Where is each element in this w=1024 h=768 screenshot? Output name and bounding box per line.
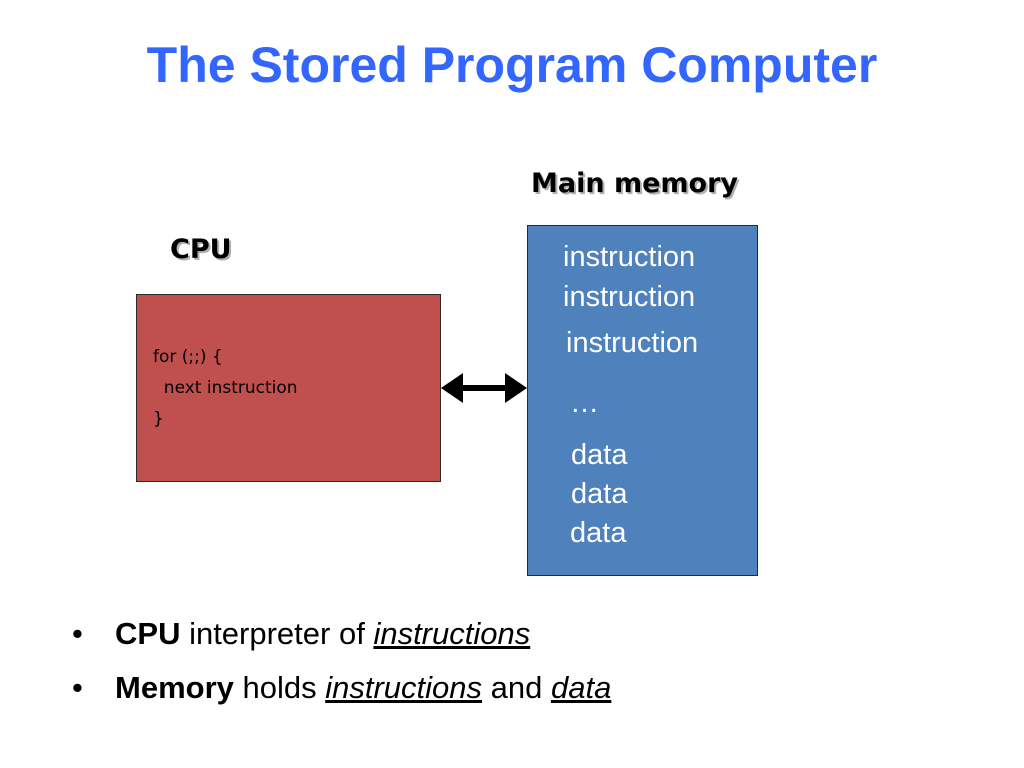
slide-title: The Stored Program Computer xyxy=(146,37,878,93)
bullet-body: interpreter of xyxy=(180,616,374,651)
memory-instruction: instruction xyxy=(563,241,696,273)
memory-instruction: instruction xyxy=(566,327,699,359)
memory-instruction: instruction xyxy=(563,281,696,313)
bullet-emphasis: instructions xyxy=(325,670,483,705)
memory-data: data xyxy=(571,478,628,510)
main-memory-box: instruction instruction instruction … da… xyxy=(527,225,758,576)
cpu-box: for (;;) { next instruction } xyxy=(136,294,441,482)
memory-data: data xyxy=(571,439,628,471)
bullet-emphasis: instructions xyxy=(373,616,531,651)
cpu-label: CPU xyxy=(170,234,232,265)
double-headed-arrow-icon xyxy=(441,373,527,403)
memory-data: data xyxy=(570,517,627,549)
memory-ellipsis: … xyxy=(570,387,599,419)
bullet-term: CPU xyxy=(115,616,181,651)
code-line: } xyxy=(153,409,164,429)
code-line: for (;;) { xyxy=(153,347,223,367)
bullet-item: • Memory holds instructions and data xyxy=(72,666,972,720)
bullet-term: Memory xyxy=(115,670,234,705)
bullet-body: holds xyxy=(233,670,326,705)
main-memory-label: Main memory xyxy=(531,168,739,199)
code-line: next instruction xyxy=(153,378,298,398)
bullet-dot-icon: • xyxy=(72,616,83,651)
bullet-item: • CPU interpreter of instructions xyxy=(72,612,972,666)
bullet-text: CPU interpreter of instructions xyxy=(115,612,530,656)
bullet-emphasis: data xyxy=(550,670,612,705)
bullet-text: Memory holds instructions and data xyxy=(115,666,611,710)
bullet-list: • CPU interpreter of instructions • Memo… xyxy=(72,612,972,720)
bullet-body: and xyxy=(482,670,551,705)
bullet-dot-icon: • xyxy=(72,670,83,705)
